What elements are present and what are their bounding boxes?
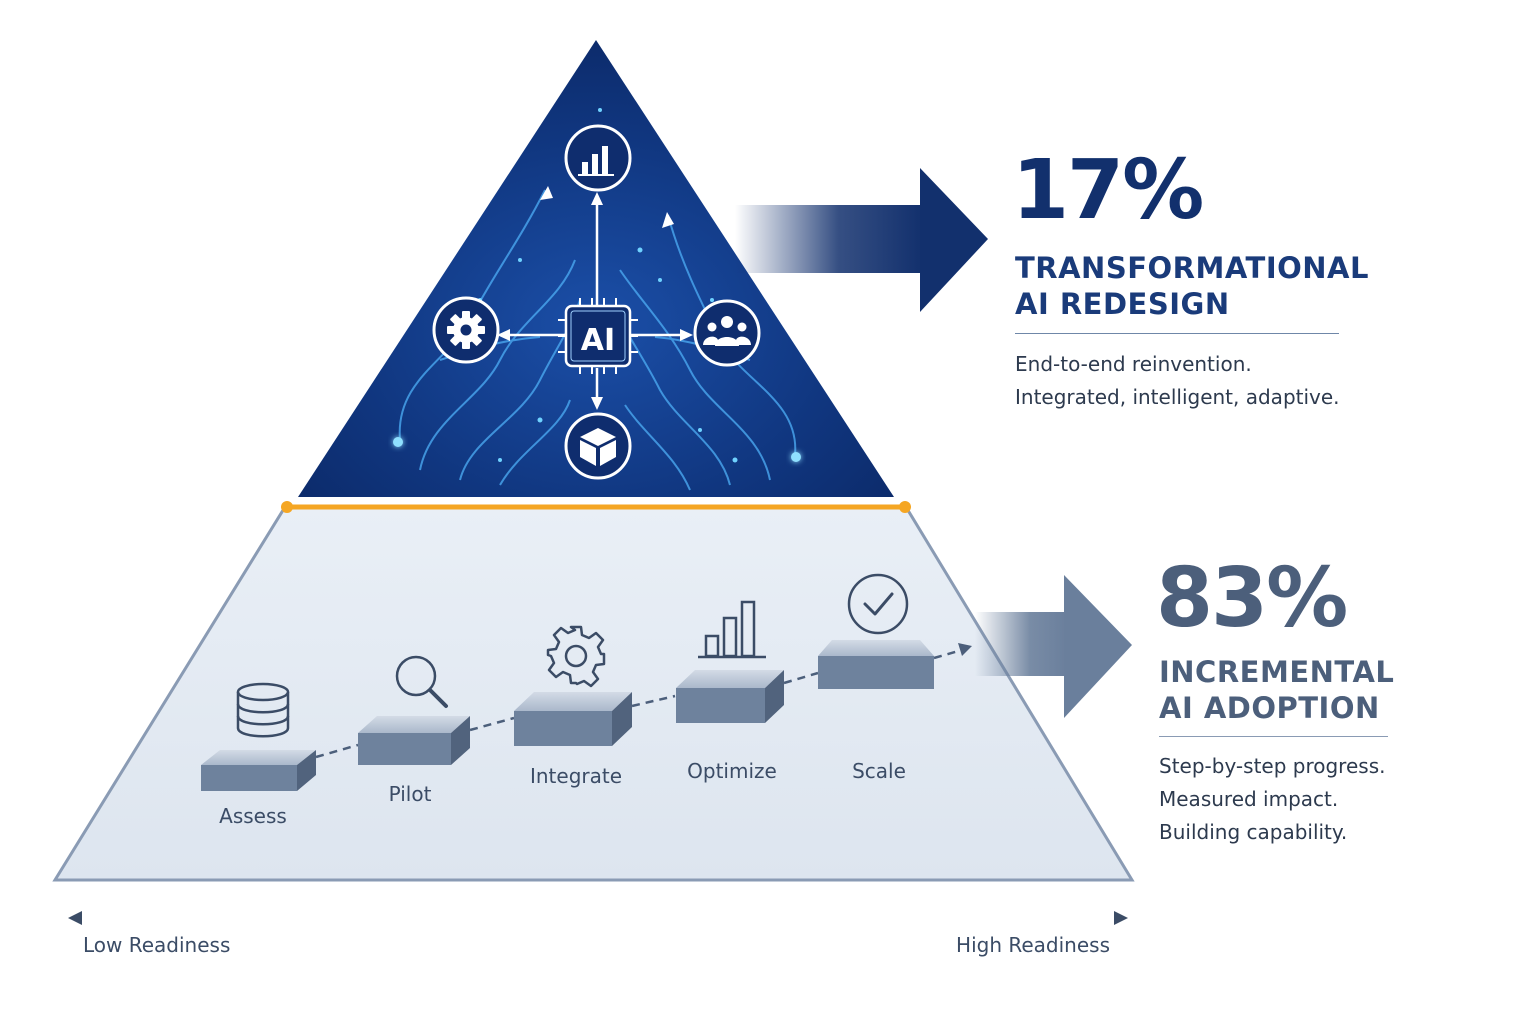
step-label-assess: Assess (219, 804, 287, 828)
ai-chip-icon (558, 298, 638, 374)
divider-endpoint-right (899, 501, 911, 513)
step-label-integrate: Integrate (529, 764, 623, 788)
curved-arrowhead-right (662, 212, 674, 228)
magnifier-icon (395, 655, 448, 708)
bar-chart-icon (564, 124, 632, 192)
integrate-gear-icon (546, 625, 606, 688)
top-tier-desc-line1: End-to-end reinvention. (1015, 352, 1252, 376)
bottom-tier-title: INCREMENTAL AI ADOPTION (1159, 654, 1394, 726)
bottom-tier-desc-line3: Building capability. (1159, 820, 1348, 844)
top-tier-title: TRANSFORMATIONAL AI REDESIGN (1015, 250, 1369, 322)
optimize-bar-chart-icon (698, 600, 766, 659)
arrow-to-83 (975, 575, 1132, 718)
top-tier-desc-line2: Integrated, intelligent, adaptive. (1015, 385, 1340, 409)
glow-endpoint-right (791, 452, 801, 462)
top-tier-title-line2: AI REDESIGN (1015, 287, 1230, 321)
database-icon (236, 682, 290, 738)
ai-chip-label: AI (581, 323, 615, 358)
glow-dots (478, 108, 738, 463)
bottom-tier-rule (1159, 736, 1388, 737)
bottom-tier-description: Step-by-step progress. Measured impact. … (1159, 750, 1385, 849)
axis-label-low: Low Readiness (83, 933, 231, 957)
bottom-tier-title-line2: AI ADOPTION (1159, 691, 1380, 725)
center-connectors (497, 192, 693, 410)
curved-arrowhead-left (540, 186, 553, 200)
top-tier-description: End-to-end reinvention. Integrated, inte… (1015, 348, 1340, 414)
step-block-assess (201, 750, 316, 791)
readiness-axis (68, 911, 1128, 925)
progress-dashes (315, 648, 963, 759)
gear-icon (432, 296, 500, 364)
flow-lines (398, 189, 797, 491)
bottom-tier-desc-line1: Step-by-step progress. (1159, 754, 1386, 778)
top-tier-rule (1015, 333, 1339, 334)
step-block-pilot (358, 716, 470, 765)
people-icon (693, 299, 761, 367)
top-tier-percent: 17% (1012, 143, 1204, 238)
bottom-tier-percent: 83% (1156, 551, 1348, 646)
step-block-integrate (514, 692, 632, 746)
step-block-optimize (676, 670, 784, 723)
top-tier-title-line1: TRANSFORMATIONAL (1015, 251, 1369, 285)
check-circle-icon (847, 573, 909, 635)
step-label-pilot: Pilot (388, 782, 432, 806)
step-label-scale: Scale (852, 759, 906, 783)
cube-icon (564, 412, 632, 480)
bottom-tier-desc-line2: Measured impact. (1159, 787, 1339, 811)
step-block-scale (818, 640, 934, 689)
progress-arrowhead (958, 643, 972, 656)
step-label-optimize: Optimize (687, 759, 777, 783)
glow-endpoint-left (393, 437, 403, 447)
axis-label-high: High Readiness (956, 933, 1110, 957)
arrow-to-17 (735, 168, 988, 312)
bottom-tier-title-line1: INCREMENTAL (1159, 655, 1395, 689)
divider-endpoint-left (281, 501, 293, 513)
